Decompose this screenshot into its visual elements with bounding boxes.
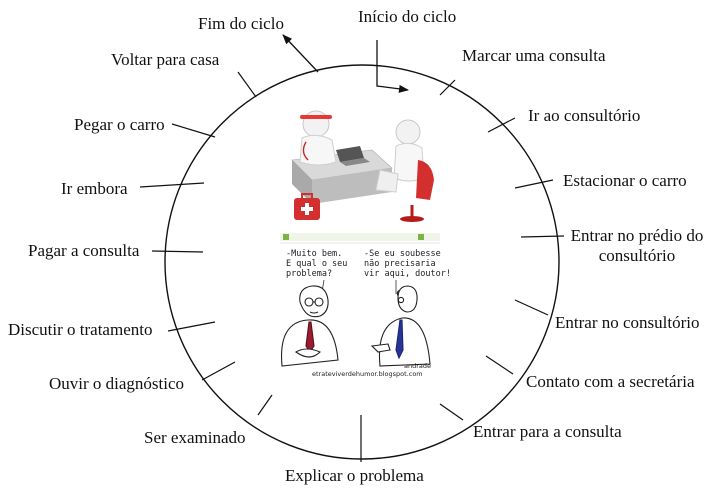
patient-speech-line-2: não precisaria <box>364 259 436 269</box>
cartoon-doctor <box>280 285 339 367</box>
doctor-speech-line-3: problema? <box>286 269 332 279</box>
step-label-8: Explicar o problema <box>285 466 424 485</box>
doctor-patient-3d-illustration <box>282 104 442 228</box>
doctor-speech-line-2: E qual o seu <box>286 259 347 269</box>
step-label-14: Pegar o carro <box>74 115 165 134</box>
step-label-7: Entrar para a consulta <box>473 422 622 441</box>
comic-cartoon: -Muito bem. E qual o seu problema? -Se e… <box>274 230 451 380</box>
start-arrow <box>376 40 409 93</box>
doctor-speech-line-1: -Muito bem. <box>286 249 342 259</box>
step-label-3: Estacionar o carro <box>563 171 687 190</box>
cycle-circle <box>164 64 560 460</box>
step-label-13: Ir embora <box>61 179 128 198</box>
patient-speech-line-1: -Se eu soubesse <box>364 249 441 259</box>
step-ticks <box>139 71 565 462</box>
cartoon-patient <box>370 285 431 367</box>
end-arrow <box>282 34 319 73</box>
step-label-6: Contato com a secretária <box>526 372 695 391</box>
step-label-10: Ouvir o diagnóstico <box>49 374 185 393</box>
step-label-11: Discutir o tratamento <box>8 320 153 339</box>
step-label-4: Entrar no prédio do consultório <box>570 226 704 265</box>
step-label-12: Pagar a consulta <box>28 241 140 260</box>
step-label-5: Entrar no consultório <box>555 313 700 332</box>
step-label-2: Ir ao consultório <box>528 106 641 125</box>
cartoon-site: etrateviverdehumor.blogspot.com <box>312 370 423 378</box>
cartoon-signature: andrade <box>404 362 431 370</box>
step-label-15: Voltar para casa <box>111 50 220 69</box>
start-label: Início do ciclo <box>358 7 457 26</box>
end-label: Fim do ciclo <box>198 14 284 33</box>
step-label-9: Ser examinado <box>144 428 246 447</box>
step-label-1: Marcar uma consulta <box>462 46 606 65</box>
patient-speech-line-3: vir aqui, doutor! <box>364 269 451 279</box>
